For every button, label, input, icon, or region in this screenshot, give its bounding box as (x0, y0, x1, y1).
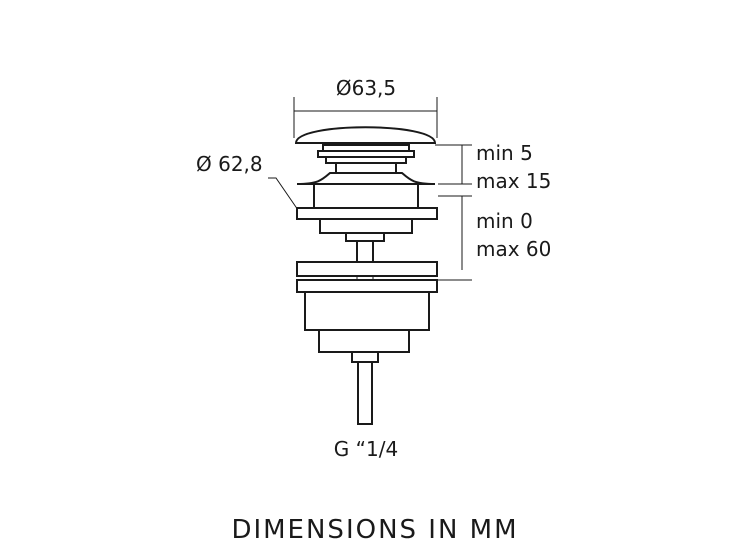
drain-body-lower (318, 329, 410, 353)
height-dimensions: min 5 max 15 min 0 max 60 (435, 141, 551, 281)
thread-label: G “1/4 (334, 437, 398, 461)
upper-washer (296, 207, 438, 220)
flange-diameter-label: Ø 62,8 (196, 152, 263, 176)
max-60-label: max 60 (476, 237, 551, 261)
drain-outlet-ring (351, 351, 379, 363)
min-5-label: min 5 (476, 141, 533, 165)
spring-stem (317, 144, 415, 174)
lower-plate (296, 261, 438, 277)
connecting-rod (345, 232, 385, 266)
drain-cap (294, 126, 437, 144)
flared-flange (296, 172, 436, 185)
flange-diameter-leader: Ø 62,8 (196, 152, 299, 211)
dimensions-caption: DIMENSIONS IN MM (231, 515, 518, 545)
drain-tail-pipe (357, 361, 373, 425)
upper-nut (319, 218, 413, 234)
lower-washer (296, 279, 438, 293)
max-15-label: max 15 (476, 169, 551, 193)
flange-body (313, 183, 419, 209)
cap-diameter-label: Ø63,5 (336, 76, 396, 100)
drain-body (304, 291, 430, 331)
min-0-label: min 0 (476, 209, 533, 233)
cap-width-dimension: Ø63,5 (293, 76, 438, 138)
